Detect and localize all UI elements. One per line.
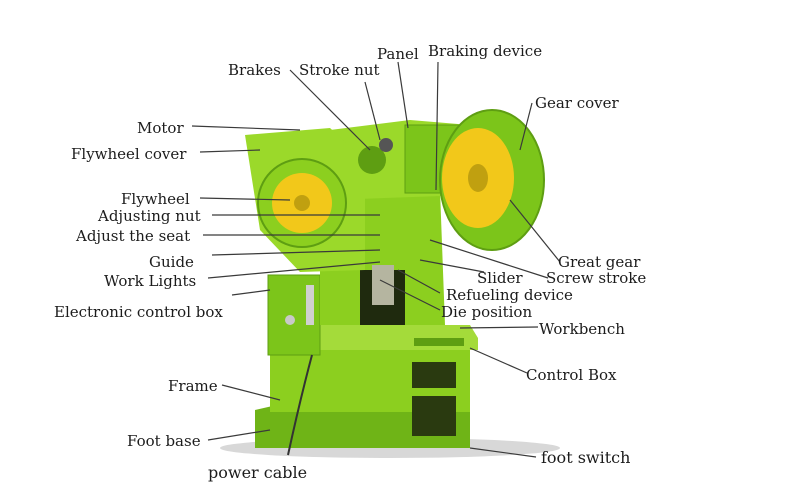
slider-shape (372, 265, 394, 305)
workbench-shape (300, 325, 478, 350)
power-cable-shape (287, 354, 313, 456)
label-power-cable: power cable (208, 463, 308, 482)
label-braking-device: Braking device (428, 42, 543, 60)
label-panel: Panel (377, 45, 419, 63)
frame-opening-upper (412, 362, 456, 388)
label-adjusting-nut: Adjusting nut (98, 207, 201, 225)
label-adjust-the-seat: Adjust the seat (76, 227, 191, 245)
brake-drum (358, 146, 386, 174)
label-foot-switch: foot switch (541, 448, 631, 467)
label-die-position: Die position (441, 303, 533, 321)
label-screw-stroke: Screw stroke (546, 269, 647, 287)
label-slider: Slider (477, 269, 523, 287)
label-workbench: Workbench (539, 320, 625, 338)
label-motor: Motor (137, 119, 184, 137)
control-strip (306, 285, 314, 325)
label-guide: Guide (149, 253, 194, 271)
label-foot-base: Foot base (127, 432, 201, 450)
control-knob (285, 315, 295, 325)
label-great-gear: Great gear (558, 253, 641, 271)
label-work-lights: Work Lights (104, 272, 197, 290)
label-gear-cover: Gear cover (535, 94, 619, 112)
label-frame: Frame (168, 377, 218, 395)
label-stroke-nut: Stroke nut (299, 61, 380, 79)
stroke-nut-shape (379, 138, 393, 152)
frame-opening-lower (412, 396, 456, 436)
leader-lines (191, 61, 561, 458)
control-box-panel (414, 338, 464, 346)
great-gear-hub (468, 164, 488, 192)
label-electronic-control-box: Electronic control box (54, 303, 223, 321)
label-control-box: Control Box (526, 366, 617, 384)
label-flywheel-cover: Flywheel cover (71, 145, 187, 163)
label-refueling-device: Refueling device (446, 286, 573, 304)
label-flywheel: Flywheel (121, 190, 190, 208)
label-brakes: Brakes (228, 61, 281, 79)
flywheel-hub (294, 195, 310, 211)
